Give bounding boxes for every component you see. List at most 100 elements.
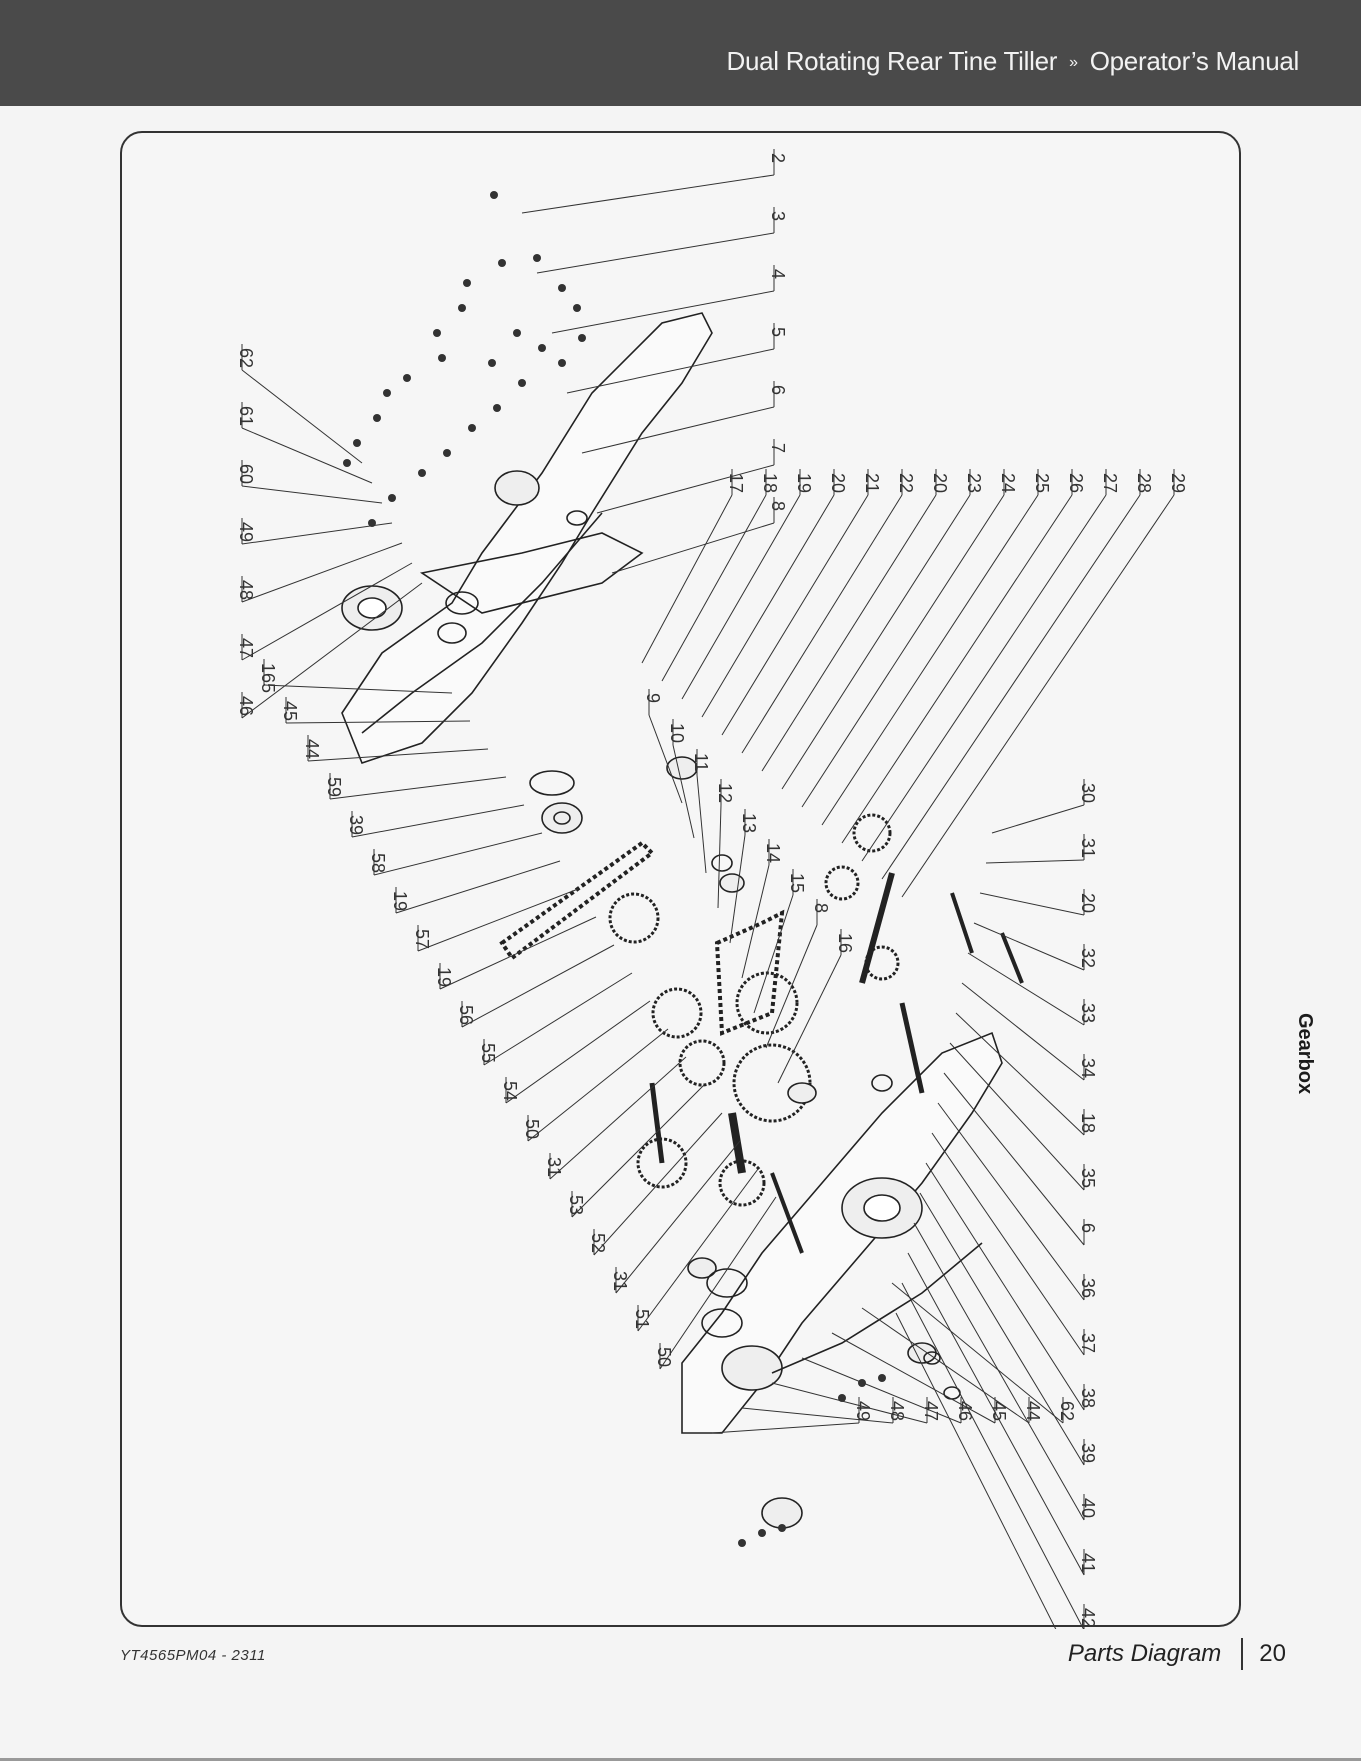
leader-line [648,714,683,804]
leader-line [729,834,746,944]
callout-20: 20 [930,473,950,493]
callout-53: 53 [566,1195,586,1215]
leader-line [549,1056,687,1180]
callout-6: 6 [1078,1223,1098,1233]
leader-line [753,894,794,1014]
leader-line [263,684,453,694]
callout-19: 19 [794,473,814,493]
leader-line [417,888,579,952]
leader-line [881,494,1141,880]
callout-60: 60 [236,464,256,484]
leader-line [967,952,1085,1026]
leader-line [891,1282,1064,1424]
leader-line [765,924,818,1049]
callout-49: 49 [853,1401,873,1421]
leader-line [955,1012,1085,1136]
callout-16: 16 [835,933,855,953]
leader-line [801,494,1005,808]
leader-line [701,494,835,718]
callout-48: 48 [236,580,256,600]
leader-line [973,922,1085,971]
callout-57: 57 [412,929,432,949]
leader-line [615,1140,741,1294]
callout-6: 6 [768,385,788,395]
callout-42: 42 [1078,1608,1098,1628]
callout-28: 28 [1134,473,1154,493]
leader-line [551,290,775,334]
leader-line [979,892,1085,916]
callout-23: 23 [964,473,984,493]
leader-line [919,1192,1085,1466]
callout-31: 31 [610,1271,630,1291]
leader-line [593,1112,723,1256]
callout-46: 46 [236,696,256,716]
leader-line [931,1132,1085,1356]
callout-30: 30 [1078,783,1098,803]
callout-21: 21 [862,473,882,493]
section-title: Parts Diagram [1067,1640,1222,1667]
leader-line [672,744,695,839]
callout-39: 39 [1078,1443,1098,1463]
leader-line [536,232,775,274]
callout-41: 41 [1078,1553,1098,1573]
callout-55: 55 [478,1043,498,1063]
leader-line [711,1422,860,1434]
leader-line [741,864,770,979]
leader-line [961,982,1085,1081]
callout-40: 40 [1078,1498,1098,1518]
callout-48: 48 [887,1401,907,1421]
leader-line [351,804,525,838]
leader-line [949,1042,1085,1191]
callout-44: 44 [302,739,322,759]
callout-46: 46 [955,1401,975,1421]
callout-15: 15 [787,873,807,893]
callout-3: 3 [768,211,788,221]
leader-line [566,348,775,394]
page-footer: Parts Diagram 20 [1068,1638,1286,1670]
callout-50: 50 [522,1119,542,1139]
leader-line [991,804,1085,834]
callout-12: 12 [715,783,735,803]
breadcrumb-separator: » [1069,54,1078,71]
leader-line [937,1102,1085,1301]
footer-divider [1241,1638,1244,1670]
leader-line [913,1222,1085,1521]
leader-line [901,494,1175,898]
leader-line [761,494,937,772]
leader-line [395,860,561,914]
callout-31: 31 [544,1157,564,1177]
callout-10: 10 [667,723,687,743]
leader-line [659,1196,777,1370]
leader-line [681,494,801,700]
leader-line [985,859,1085,864]
callout-62: 62 [236,348,256,368]
leader-line [821,494,1039,826]
leader-line [831,1332,996,1424]
callout-45: 45 [989,1401,1009,1421]
callout-56: 56 [456,1005,476,1025]
callout-14: 14 [763,843,783,863]
callout-13: 13 [739,813,759,833]
leader-line [439,916,597,990]
callout-33: 33 [1078,1003,1098,1023]
callout-31: 31 [1078,838,1098,858]
leader-line [241,427,373,484]
leader-line [907,1252,1085,1576]
leader-line [901,1282,1085,1629]
callout-35: 35 [1078,1168,1098,1188]
callout-7: 7 [768,443,788,453]
leader-line [505,1000,651,1104]
callout-52: 52 [588,1233,608,1253]
leader-line [717,804,722,909]
callout-24: 24 [998,473,1018,493]
callout-22: 22 [896,473,916,493]
callout-17: 17 [726,473,746,493]
section-side-label: Gearbox [1294,1013,1316,1095]
callout-38: 38 [1078,1388,1098,1408]
callout-20: 20 [1078,893,1098,913]
page-header: Dual Rotating Rear Tine Tiller»Operator’… [0,0,1361,106]
leader-line [637,1168,759,1332]
leader-line [241,542,403,603]
